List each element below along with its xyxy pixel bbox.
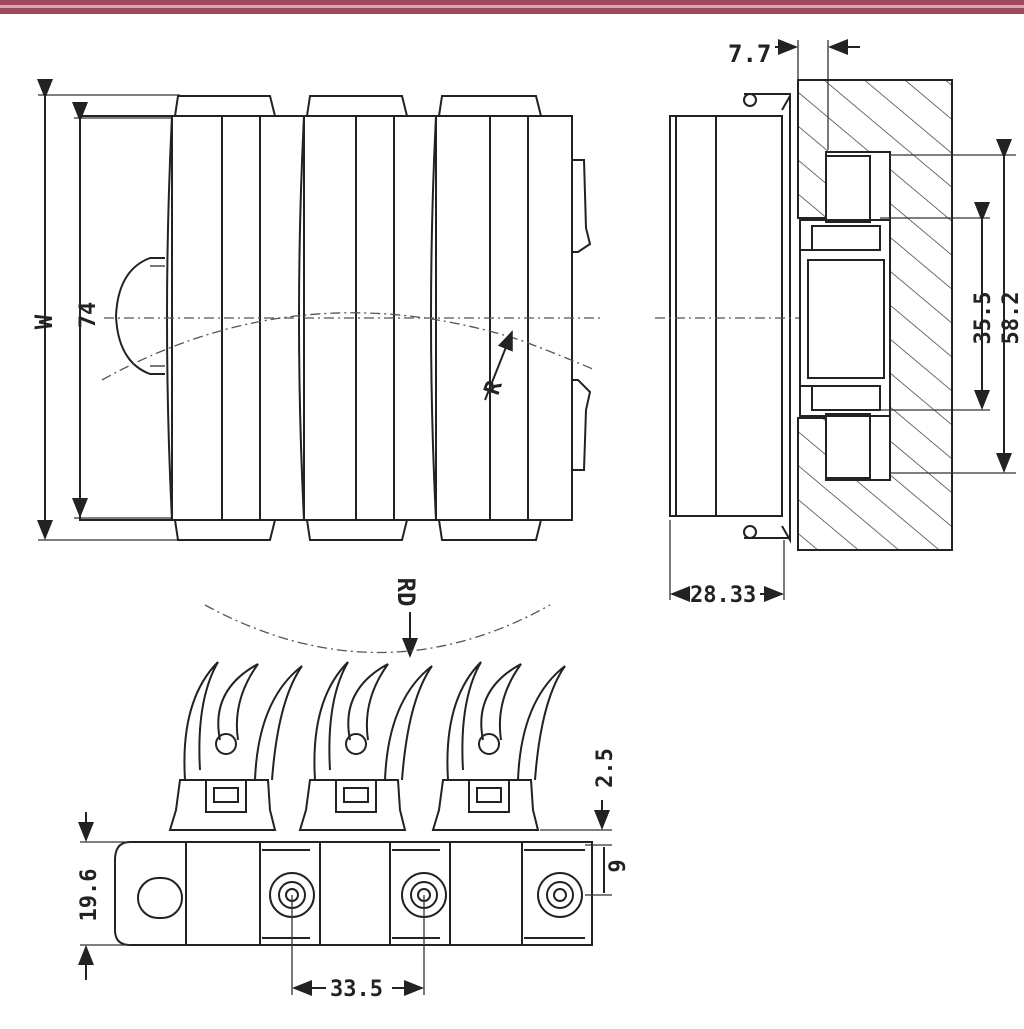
side-view: 7.7 35.5 58.2	[655, 39, 1024, 608]
dim-9-label: 9	[606, 859, 631, 872]
finger-group-2	[298, 661, 433, 831]
dim-2-5-label: 2.5	[593, 748, 618, 788]
top-view: W 74	[30, 79, 600, 541]
dim-w-label: W	[30, 314, 58, 329]
finger-group-1	[168, 661, 303, 831]
dim-28-33-label: 28.33	[690, 583, 756, 608]
dim-58-2-label: 58.2	[999, 292, 1024, 345]
dim-35-5-label: 35.5	[971, 292, 996, 345]
dim-7-7-label: 7.7	[728, 40, 771, 68]
pin-3	[537, 872, 583, 918]
dim-rd-label: RD	[392, 578, 420, 607]
front-view: RD	[77, 578, 631, 1002]
top-band-highlight	[0, 5, 1024, 8]
dim-33-5-label: 33.5	[330, 977, 383, 1002]
finger-group-3	[431, 661, 566, 831]
dim-19-6-label: 19.6	[77, 869, 102, 922]
